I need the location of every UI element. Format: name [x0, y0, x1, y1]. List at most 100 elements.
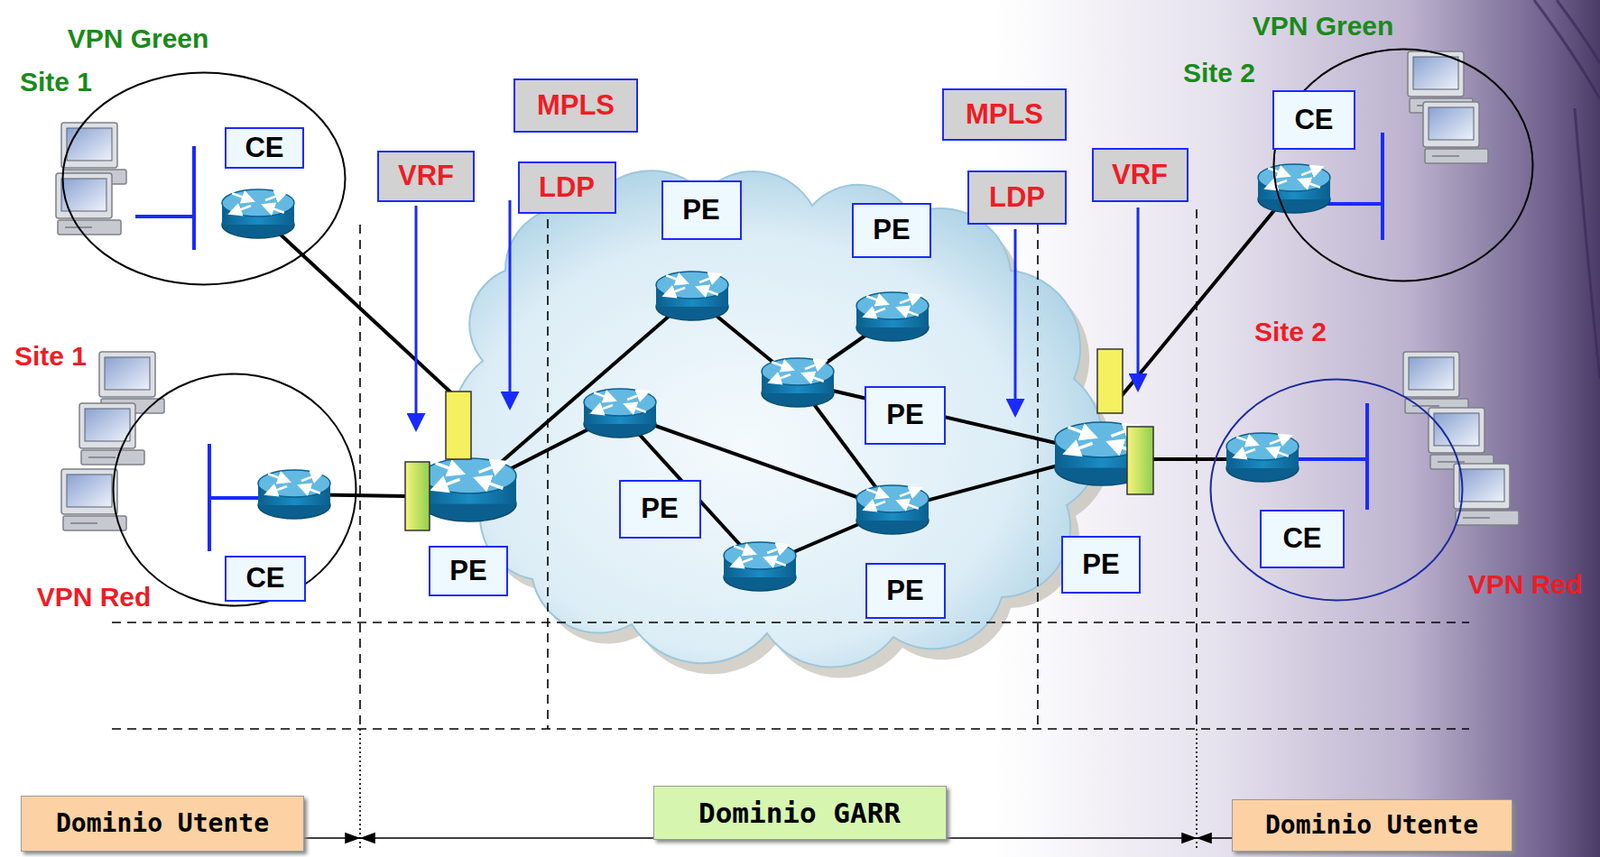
router-arrow — [771, 361, 791, 370]
router-top — [583, 388, 657, 417]
site-circle: Site 2VPN RedCE — [1209, 378, 1464, 602]
router-arrow — [899, 308, 919, 316]
router-arrow — [268, 473, 287, 481]
lan-bus — [209, 496, 262, 500]
router-icon — [583, 388, 657, 438]
computer-icon — [1423, 101, 1489, 164]
protocol-tag: MPLS — [513, 78, 639, 133]
monitor-case — [79, 403, 136, 449]
router-arrow — [1267, 180, 1287, 188]
box-text: CE — [1294, 104, 1333, 136]
monitor-case — [1423, 101, 1480, 148]
box-text: LDP — [989, 182, 1046, 213]
router-icon — [856, 485, 929, 535]
box-text: CE — [1282, 523, 1322, 555]
router-arrow — [627, 392, 647, 400]
router-top — [723, 542, 796, 570]
box-text: PE — [1082, 549, 1120, 581]
computer-icon — [1428, 407, 1494, 470]
device-label: CE — [224, 127, 305, 169]
device-label: PE — [661, 180, 742, 241]
vrf-interface — [1097, 349, 1123, 414]
streak — [1534, 0, 1600, 100]
domain-box: Dominio Utente — [1231, 799, 1513, 852]
router-arrow — [804, 374, 824, 382]
router-arrow — [733, 545, 753, 554]
router-arrow — [771, 374, 791, 382]
monitor-screen — [84, 408, 130, 442]
drive-slot — [1432, 155, 1460, 158]
site-label: VPN Green — [1252, 10, 1395, 41]
box-text: LDP — [538, 172, 595, 204]
router-arrow — [627, 405, 647, 413]
device-label: PE — [865, 563, 946, 620]
domain-dashes — [111, 203, 1470, 730]
domain-extent — [304, 729, 1232, 849]
dashed-line — [111, 621, 1470, 624]
box-text: VRF — [1111, 159, 1168, 191]
network-link — [469, 295, 693, 491]
router-arrow — [804, 361, 824, 370]
box-text: CE — [245, 563, 285, 594]
box-text: MPLS — [965, 99, 1044, 130]
box-text: CE — [244, 132, 284, 164]
site-label: VPN Green — [67, 23, 210, 54]
router-arrow — [301, 486, 321, 494]
monitor-screen — [1428, 107, 1474, 140]
drive-slot — [88, 456, 116, 459]
router-icon — [761, 358, 834, 407]
computer-icon — [1453, 463, 1519, 526]
cloud — [453, 170, 1103, 667]
router-top — [1257, 164, 1331, 192]
box-text: VRF — [397, 160, 454, 192]
monitor-screen — [104, 357, 150, 390]
router-icon — [1257, 164, 1331, 213]
router-arrow — [301, 473, 321, 481]
router-arrow — [899, 489, 919, 497]
monitor-case — [1428, 407, 1485, 454]
router-icon — [221, 189, 295, 239]
router-top — [221, 189, 295, 217]
arrow-head — [1182, 833, 1195, 843]
box-text: PE — [640, 493, 678, 525]
drive-slot — [1462, 517, 1490, 519]
monitor-screen — [66, 474, 112, 508]
site-label: Site 1 — [19, 66, 93, 97]
protocol-tag: VRF — [377, 150, 475, 203]
vrf-interface — [405, 462, 430, 531]
router-arrow — [899, 295, 919, 304]
device-label: PE — [1061, 536, 1141, 594]
router-arrow — [733, 558, 753, 566]
box-text: Dominio GARR — [698, 797, 901, 829]
site-ellipse — [113, 374, 357, 607]
streak — [1556, 0, 1600, 64]
pointer-arrow — [508, 200, 512, 408]
router-icon — [258, 470, 331, 519]
monitor-screen — [1459, 469, 1505, 502]
device-label: CE — [224, 555, 306, 602]
dashed-line — [1036, 224, 1039, 730]
router-arrow — [1269, 449, 1289, 457]
monitor-screen — [66, 128, 112, 161]
domain-box: Dominio Utente — [20, 795, 305, 852]
computer-base — [1424, 148, 1489, 164]
router-arrow — [231, 193, 251, 201]
computer-icon — [79, 403, 145, 465]
device-label: PE — [864, 386, 946, 445]
device-label: PE — [428, 545, 509, 597]
computer-base — [1455, 510, 1519, 526]
router-arrow — [478, 462, 503, 472]
router-arrow — [435, 462, 461, 472]
router-top — [1226, 433, 1299, 461]
box-text: PE — [682, 194, 720, 226]
site-ellipse — [1274, 49, 1534, 282]
router-arrow — [866, 489, 886, 497]
site-outline — [1272, 47, 1535, 283]
dotted-line — [1195, 729, 1198, 849]
device-label: CE — [1272, 90, 1356, 150]
site-label: Site 2 — [1183, 57, 1256, 88]
monitor-screen — [1408, 357, 1454, 390]
router-arrow — [866, 501, 886, 509]
router-arrow — [699, 287, 719, 296]
